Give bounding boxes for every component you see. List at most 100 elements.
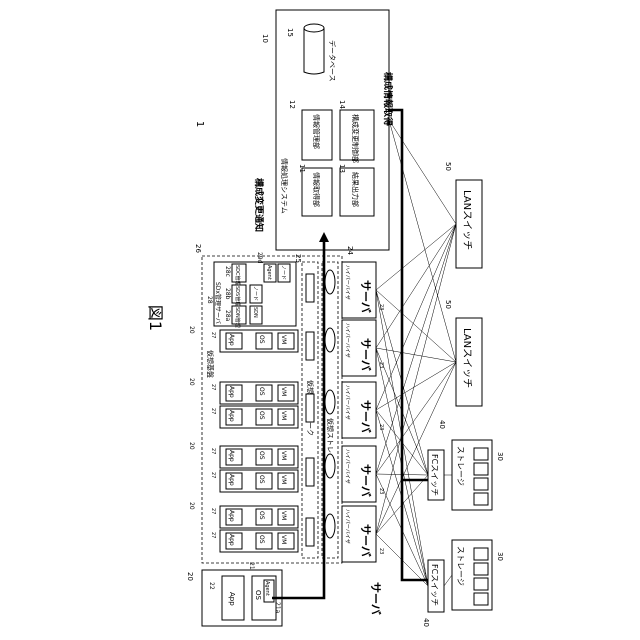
result-output-label: 結果出力部 <box>351 172 360 207</box>
vm-ref: 27 <box>210 472 216 478</box>
vm-ref: 27 <box>210 508 216 514</box>
sdx-ref-b: 28b <box>224 288 231 300</box>
virtual-infra-label: 仮想基盤 <box>206 350 215 378</box>
disk-icon <box>474 478 488 490</box>
hypervisor-ref: 23 <box>378 548 384 554</box>
legacy-ref: 20 <box>186 572 194 581</box>
sdc-label: SDC管理 <box>234 265 241 286</box>
sdn-label: SDN管理 <box>234 307 241 328</box>
database-label: データベース <box>328 40 337 82</box>
connection-line <box>376 224 456 474</box>
legacy-server: App OS Agent 20 22 21 21a <box>186 562 282 626</box>
info-acquire-ref: 11 <box>298 164 306 173</box>
lan-switch-2-ref: 50 <box>444 300 452 309</box>
lan-switch-2: LANスイッチ 50 <box>444 300 482 406</box>
figure-title: 図1 <box>146 305 165 331</box>
storage-disk-icon <box>325 328 335 352</box>
fc-switch-1: FCスイッチ 40 <box>428 420 446 500</box>
server-label: サーバ <box>359 400 372 433</box>
storage-disk-icon <box>325 390 335 414</box>
management-system: 10 情報処理システム データベース 15 情報管理部 12 構成変更制御部 1… <box>261 10 389 250</box>
legacy-server-label: サーバ <box>369 582 382 615</box>
info-manage-label: 情報管理部 <box>312 114 321 149</box>
virtual-infra-ref: 26 <box>194 244 202 253</box>
app-label: App <box>228 510 235 522</box>
hypervisor-server: ハイパーバイザサーバ23 <box>306 262 384 318</box>
vm-label: VM <box>280 511 287 520</box>
vm-ref: 27 <box>210 448 216 454</box>
sdx-sub-label-3: Agent <box>266 265 272 280</box>
config-change-arrow-label: 構成変更通知 <box>253 178 265 232</box>
os-label: OS <box>258 535 265 544</box>
server-ref: 20 <box>188 442 195 450</box>
connection-line <box>376 362 456 534</box>
legacy-os-label: OS <box>254 590 262 601</box>
vm-ref: 27 <box>210 532 216 538</box>
app-label: App <box>228 410 235 422</box>
vm-group: AppOSVM27 <box>210 330 298 352</box>
connection-line <box>444 575 452 586</box>
fc-switch-1-ref: 40 <box>438 420 446 429</box>
lan-switch-2-label: LANスイッチ <box>461 328 473 388</box>
vm-label: VM <box>280 335 287 344</box>
config-change-label: 構成変更制御部 <box>351 114 360 163</box>
config-info-arrow <box>389 110 428 580</box>
vm-ref: 27 <box>210 408 216 414</box>
sdx-ref-a: 28a <box>224 310 231 322</box>
sdx-sub-label-2: ノード <box>252 286 258 301</box>
legacy-ref-app: 22 <box>208 582 215 590</box>
disk-icon <box>474 548 488 560</box>
os-label: OS <box>258 511 265 520</box>
sdx-ref-d: 29d <box>256 252 263 264</box>
database-ref: 15 <box>286 28 294 37</box>
sdx-sub-label-1: SDN <box>252 307 258 318</box>
storage-1: ストレージ 30 <box>452 440 504 510</box>
server-label: サーバ <box>359 280 372 313</box>
disk-icon <box>474 463 488 475</box>
storage-disk-icon <box>325 270 335 294</box>
disk-icon <box>474 448 488 460</box>
vm-group: App OS VM 27 <box>210 406 298 428</box>
app-label: App <box>228 386 235 398</box>
sdx-ref-c: 28c <box>224 266 231 277</box>
lan-switch-1: LANスイッチ 50 <box>444 162 482 268</box>
lan-switch-1-label: LANスイッチ <box>461 190 473 250</box>
vm-label: VM <box>280 475 287 484</box>
legacy-agent-label: Agent <box>264 581 270 596</box>
app-label: App <box>228 474 235 486</box>
os-label: OS <box>258 387 265 396</box>
disk-icon <box>474 593 488 605</box>
vm-label: VM <box>280 387 287 396</box>
storage-2-label: ストレージ <box>456 546 465 586</box>
sds-label: SDS管理 <box>234 286 241 306</box>
server-label: サーバ <box>359 464 372 497</box>
vm-ref: 27 <box>210 332 216 338</box>
system-ref: 1 <box>194 121 205 127</box>
vm-columns: AppOSVM27AppOSVM2720AppOSVM27AppOSVM2720… <box>188 326 298 552</box>
fc-switch-2-ref: 40 <box>422 618 430 627</box>
vm-label: VM <box>280 411 287 420</box>
connection-line <box>376 290 456 362</box>
os-label: OS <box>258 335 265 344</box>
server-label: サーバ <box>359 338 372 371</box>
hypervisor-label: ハイパーバイザ <box>344 449 350 484</box>
vm-label: VM <box>280 451 287 460</box>
result-output-ref: 13 <box>338 164 346 173</box>
fc-switch-1-label: FCスイッチ <box>430 454 439 496</box>
connection-line <box>389 120 456 224</box>
lan-switch-1-ref: 50 <box>444 162 452 171</box>
vm-group: AppOSVM27 <box>210 382 298 404</box>
vm-group: AppOSVM27 <box>210 530 298 552</box>
legacy-ref-agent: 21a <box>274 602 281 614</box>
config-change-ref: 14 <box>338 100 346 109</box>
disk-icon <box>474 563 488 575</box>
fc-switch-2-label: FCスイッチ <box>430 564 439 606</box>
sdx-ref: 28 <box>206 296 213 304</box>
vm-label: VM <box>280 535 287 544</box>
hypervisor-label: ハイパーバイザ <box>344 509 350 544</box>
sdx-management-server: SDx管理サーバ 28 28a 28b 28c 29d SDN管理 SDS管理 … <box>206 252 296 328</box>
os-label: OS <box>258 411 265 420</box>
server-label: サーバ <box>359 524 372 557</box>
management-system-title: 情報処理システム <box>280 158 289 214</box>
